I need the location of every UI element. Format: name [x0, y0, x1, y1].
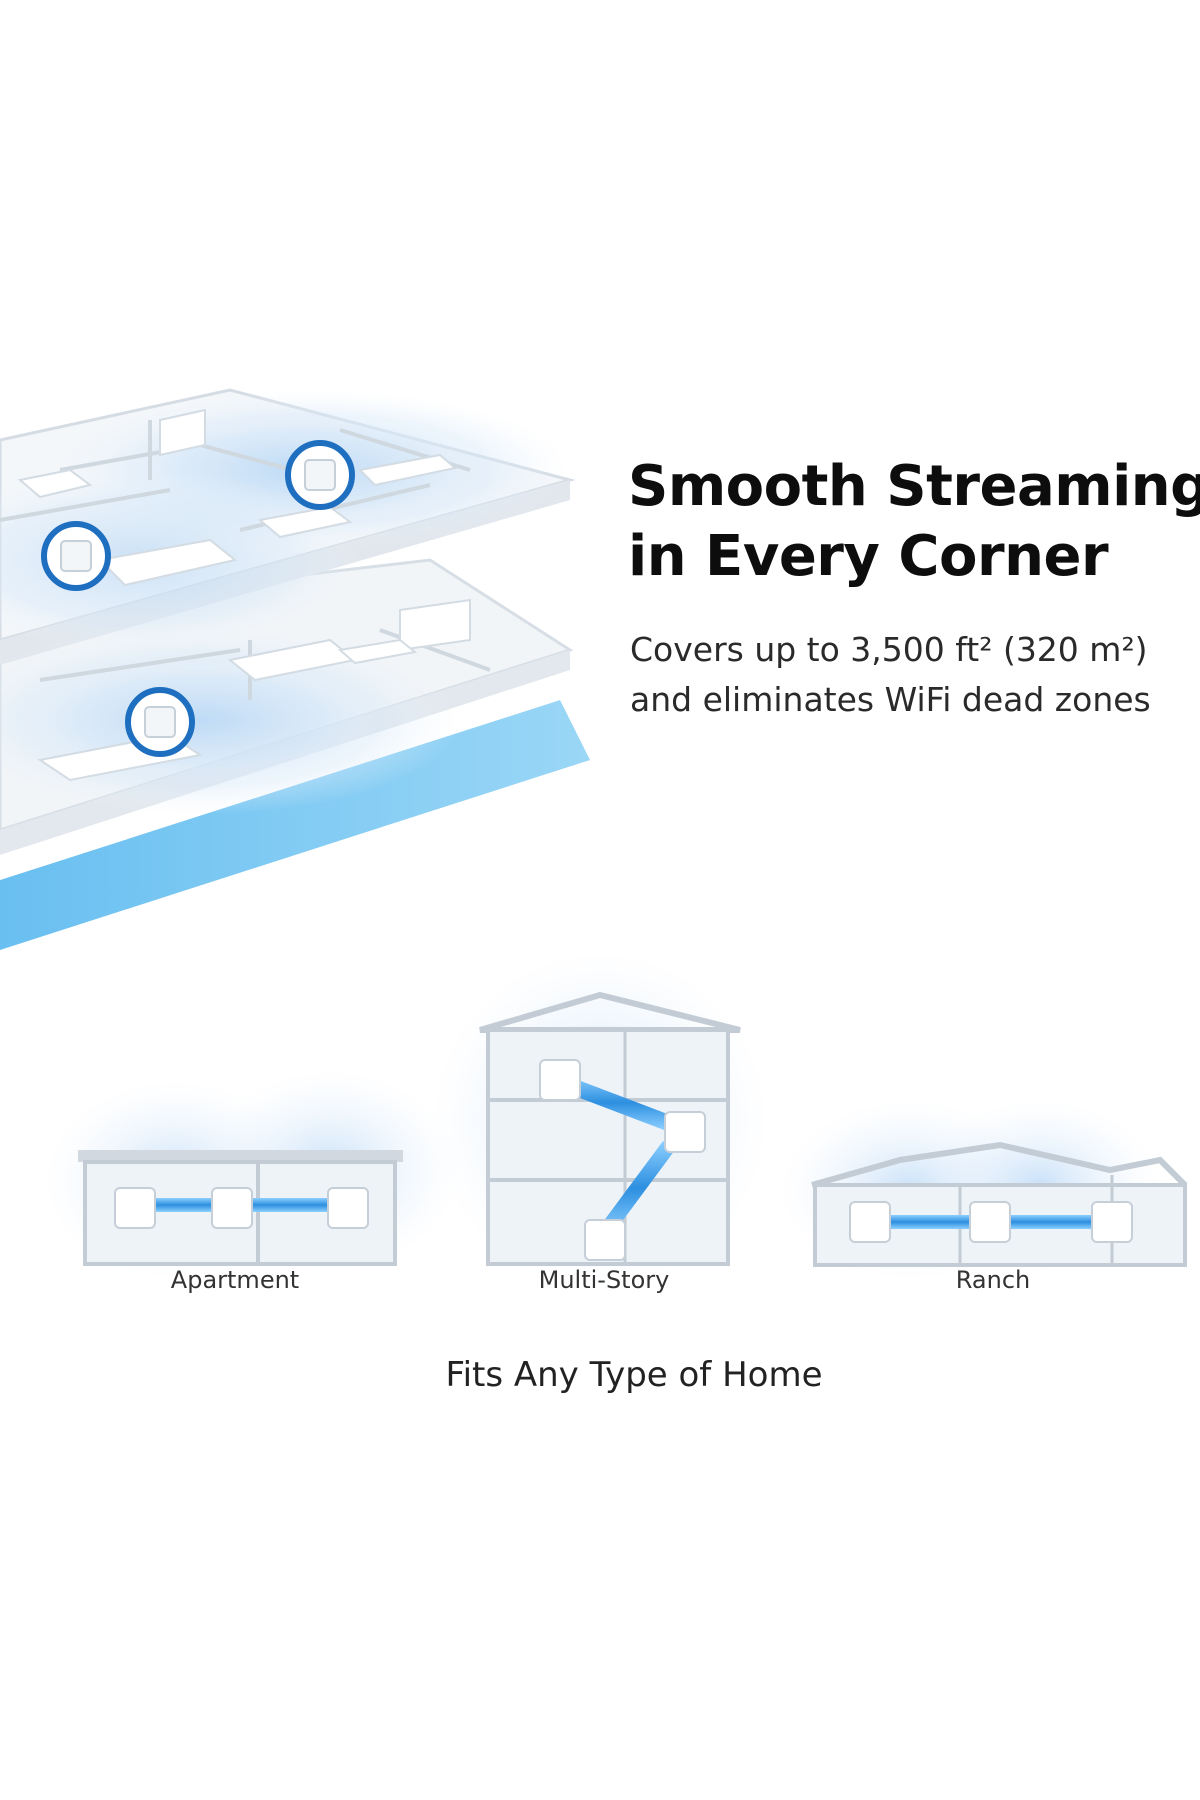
home-type-label-apartment: Apartment — [170, 1266, 300, 1294]
ranch-illustration — [780, 1100, 1188, 1280]
coverage-description: Covers up to 3,500 ft² (320 m²) and elim… — [630, 625, 1151, 725]
multi-story-illustration — [430, 950, 770, 1290]
home-type-label-multi-story: Multi-Story — [538, 1266, 670, 1294]
mesh-node-marker — [125, 687, 195, 757]
signal-floor-shadow — [0, 700, 590, 950]
mesh-node-marker — [285, 440, 355, 510]
headline-line-1: Smooth Streaming — [628, 454, 1200, 519]
coverage-line-1: Covers up to 3,500 ft² (320 m²) — [630, 630, 1148, 669]
footer-caption: Fits Any Type of Home — [445, 1355, 823, 1395]
home-type-label-ranch: Ranch — [955, 1266, 1031, 1294]
floor-plan-illustration — [0, 388, 590, 950]
headline-line-2: in Every Corner — [628, 524, 1109, 589]
coverage-line-2: and eliminates WiFi dead zones — [630, 680, 1151, 719]
mesh-node-marker — [41, 521, 111, 591]
headline: Smooth Streaming in Every Corner — [628, 452, 1200, 592]
apartment-illustration — [45, 1070, 460, 1280]
